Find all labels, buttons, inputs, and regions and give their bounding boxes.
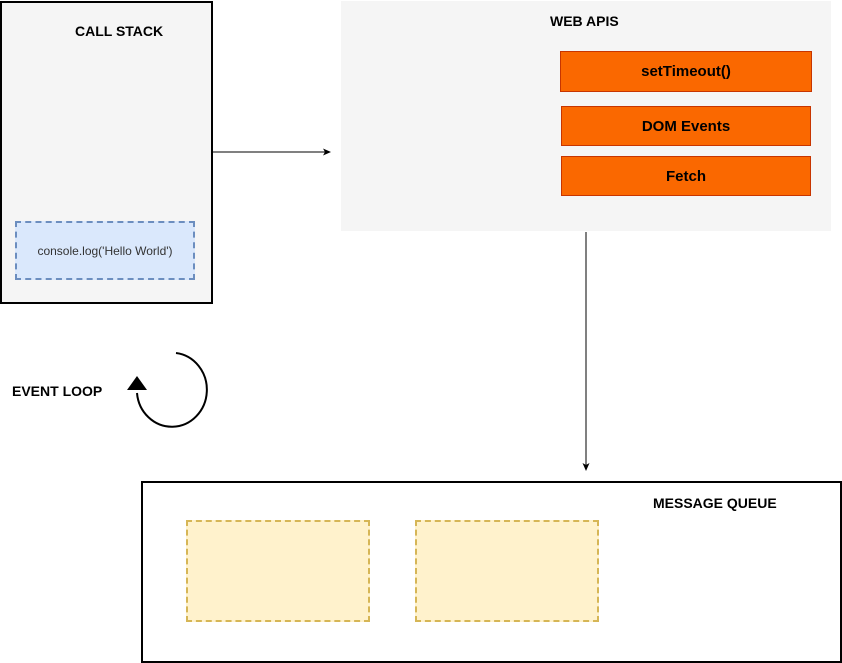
api-settimeout: setTimeout(): [560, 51, 812, 92]
web-apis-title: WEB APIS: [550, 13, 619, 29]
api-dom-events: DOM Events: [561, 106, 811, 146]
stack-frame: console.log('Hello World'): [15, 221, 195, 280]
arrow-stack-to-webapis: [211, 148, 331, 156]
queue-slot: [186, 520, 370, 622]
call-stack-title: CALL STACK: [75, 23, 164, 39]
arrow-webapis-to-queue: [582, 232, 590, 471]
event-loop-label: EVENT LOOP: [12, 383, 103, 399]
message-queue-title: MESSAGE QUEUE: [653, 495, 777, 511]
circular-arrow-icon: [127, 352, 208, 428]
api-fetch: Fetch: [561, 156, 811, 196]
queue-slot: [415, 520, 599, 622]
